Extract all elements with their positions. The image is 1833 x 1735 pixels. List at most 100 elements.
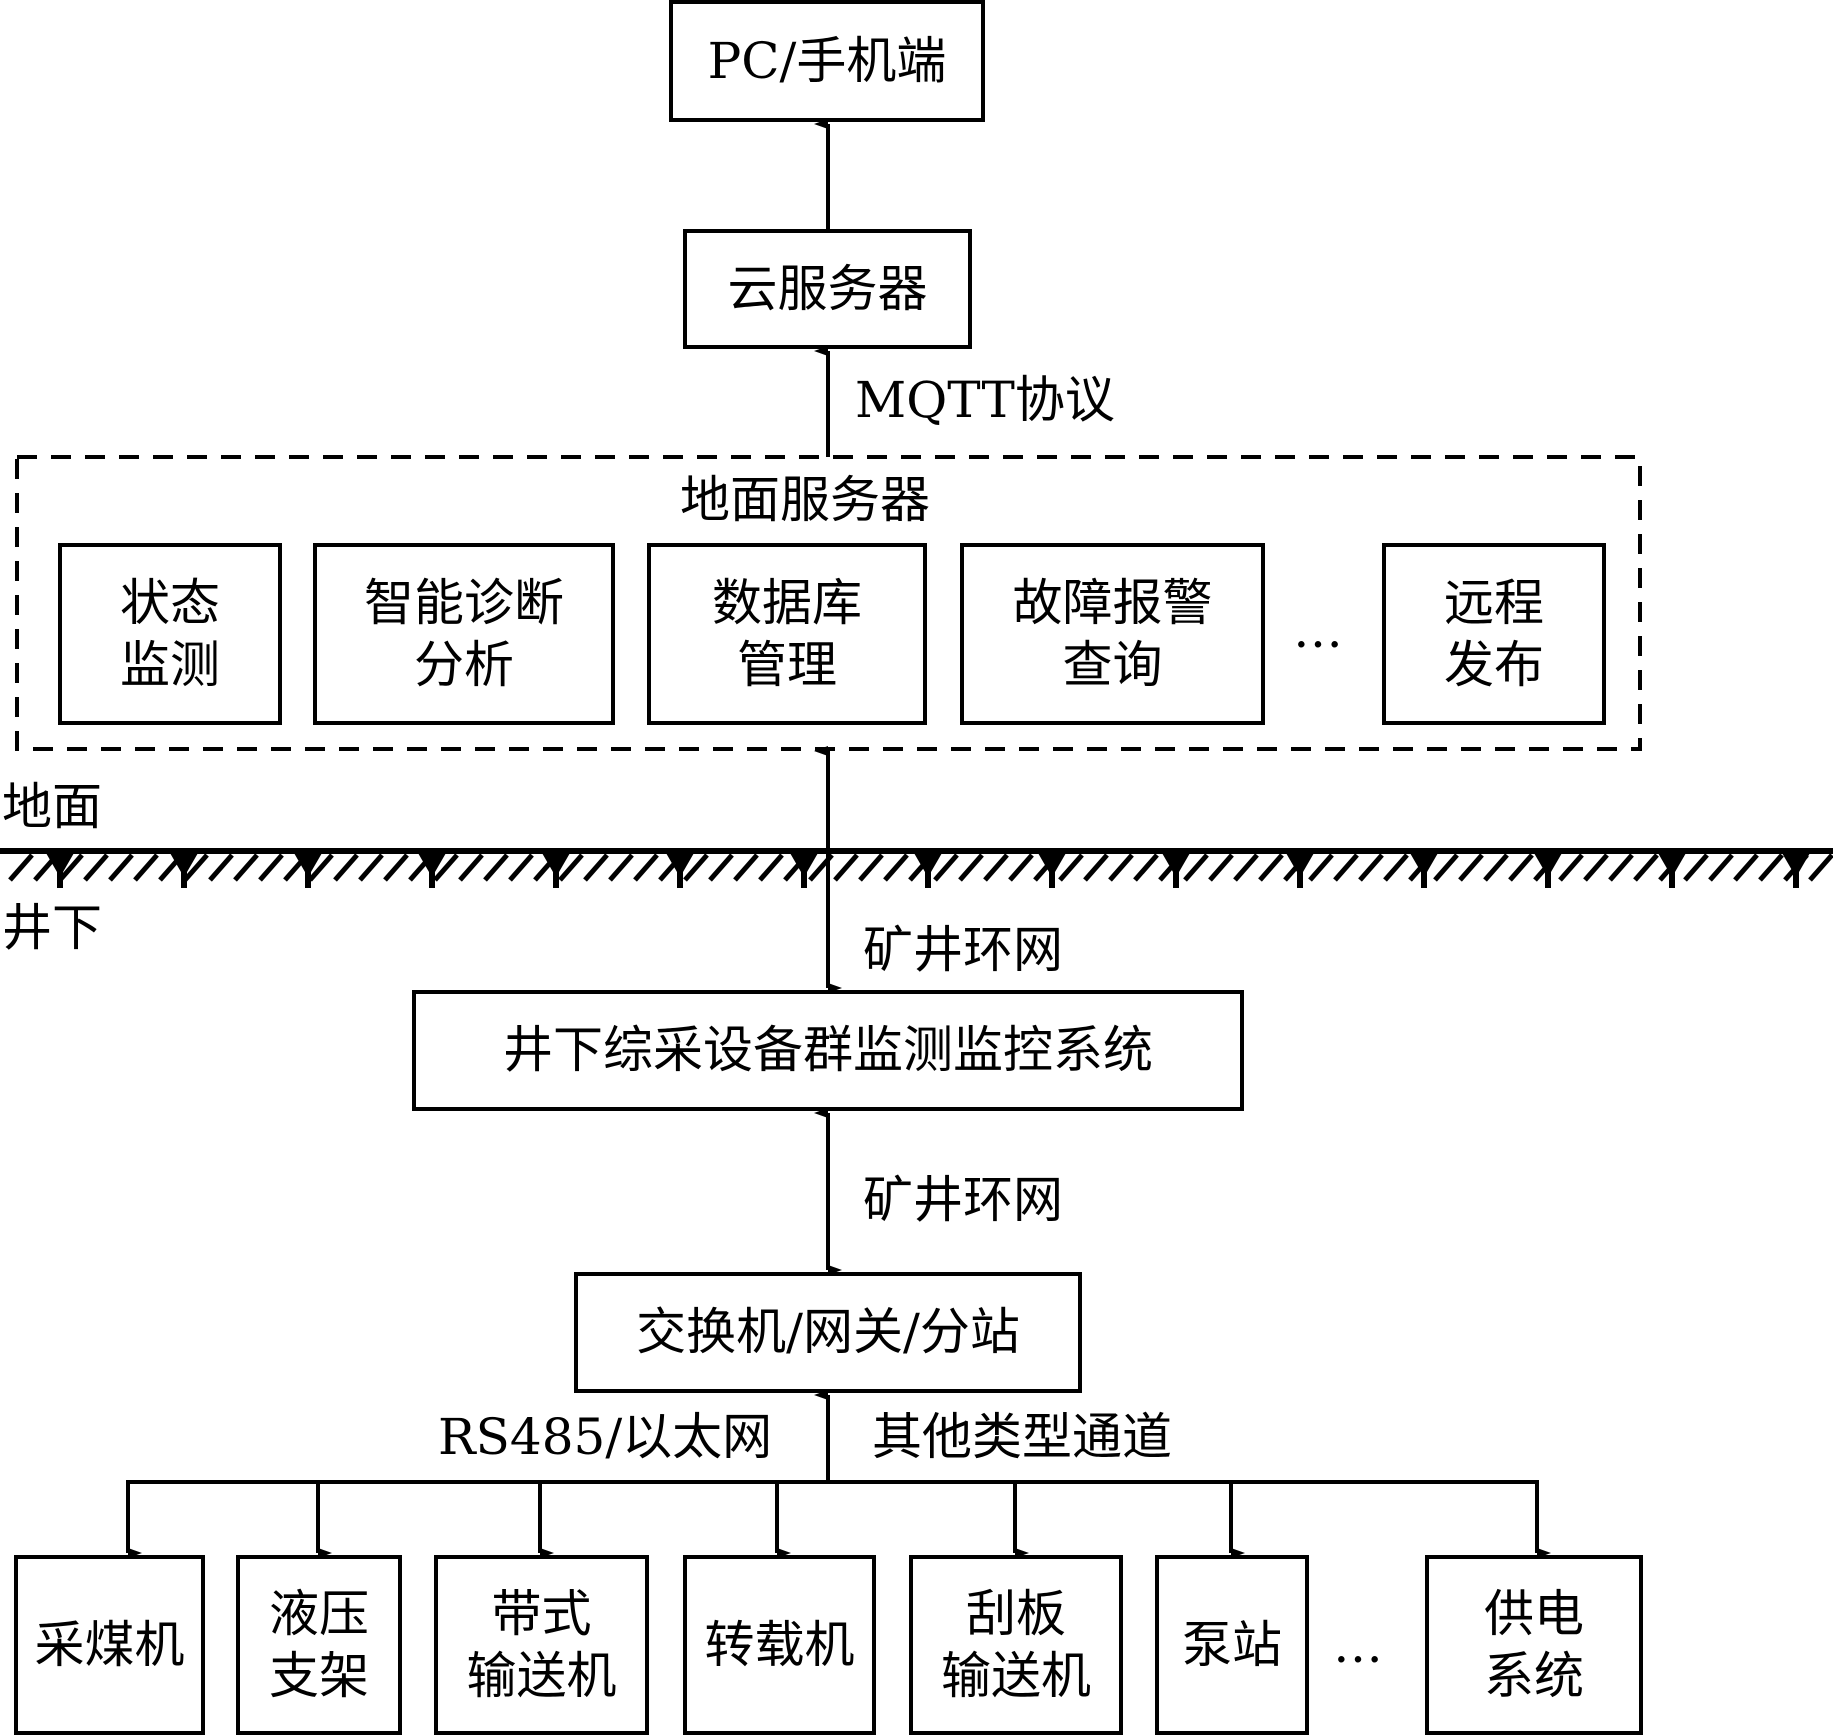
device-belt-conveyor: 带式 输送机 <box>434 1555 649 1735</box>
hatch-stroke <box>233 853 259 882</box>
hatch-stroke <box>683 853 709 882</box>
hatch-stroke <box>258 853 284 882</box>
client-label: PC/手机端 <box>707 31 947 90</box>
hatch-stroke <box>1308 853 1334 882</box>
hatch-stroke <box>483 853 509 882</box>
mqtt-label: MQTT协议 <box>855 371 1115 429</box>
hatch-stroke <box>1558 853 1584 882</box>
ground-anchor-mark <box>1286 853 1314 888</box>
cloud-server-label: 云服务器 <box>727 259 928 318</box>
hatch-stroke <box>558 853 584 882</box>
hatch-stroke <box>958 853 984 882</box>
hatch-stroke <box>883 853 909 882</box>
hatch-stroke <box>108 853 134 882</box>
ground-anchor-mark <box>294 853 322 888</box>
module-remote-publish: 远程 发布 <box>1382 543 1606 725</box>
device-power-supply: 供电 系统 <box>1425 1555 1643 1735</box>
hatch-stroke <box>1733 853 1759 882</box>
ground-anchor-mark <box>666 853 694 888</box>
ring-network-label-2: 矿井环网 <box>863 1171 1063 1229</box>
ground-anchor-mark <box>914 853 942 888</box>
hatch-stroke <box>1483 853 1509 882</box>
hatch-stroke <box>1058 853 1084 882</box>
device-scraper-conveyor: 刮板 输送机 <box>909 1555 1123 1735</box>
hatch-stroke <box>1383 853 1409 882</box>
hatch-stroke <box>983 853 1009 882</box>
hatch-stroke <box>183 853 209 882</box>
hatch-stroke <box>1608 853 1634 882</box>
hatch-stroke <box>1258 853 1284 882</box>
hatch-stroke <box>58 853 84 882</box>
hatch-stroke <box>1233 853 1259 882</box>
ground-anchor-mark <box>170 853 198 888</box>
hatch-stroke <box>1508 853 1534 882</box>
hatch-stroke <box>1333 853 1359 882</box>
hatch-stroke <box>833 853 859 882</box>
monitoring-system-box: 井下综采设备群监测监控系统 <box>412 990 1244 1111</box>
hatch-stroke <box>1583 853 1609 882</box>
hatch-stroke <box>1808 853 1833 882</box>
module-intelligent-diagnosis: 智能诊断 分析 <box>313 543 615 725</box>
hatch-stroke <box>83 853 109 882</box>
ground-server-boundary <box>15 455 1642 751</box>
hatch-stroke <box>1183 853 1209 882</box>
hatch-stroke <box>733 853 759 882</box>
hatch-stroke <box>308 853 334 882</box>
hatch-stroke <box>1633 853 1659 882</box>
module-status-monitoring: 状态 监测 <box>58 543 282 725</box>
hatch-stroke <box>1083 853 1109 882</box>
ground-hatch <box>8 853 1833 888</box>
hatch-stroke <box>8 853 34 882</box>
hatch-stroke <box>933 853 959 882</box>
hatch-stroke <box>1108 853 1134 882</box>
hatch-stroke <box>708 853 734 882</box>
device-hydraulic-support: 液压 支架 <box>236 1555 402 1735</box>
ground-server-title: 地面服务器 <box>680 471 930 529</box>
hatch-stroke <box>1358 853 1384 882</box>
bus-label-left: RS485/以太网 <box>438 1408 773 1466</box>
hatch-stroke <box>858 853 884 882</box>
hatch-stroke <box>458 853 484 882</box>
hatch-stroke <box>633 853 659 882</box>
hatch-stroke <box>208 853 234 882</box>
hatch-stroke <box>383 853 409 882</box>
hatch-stroke <box>1708 853 1734 882</box>
hatch-stroke <box>608 853 634 882</box>
ground-anchor-mark <box>1038 853 1066 888</box>
hatch-stroke <box>433 853 459 882</box>
ground-label: 地面 <box>2 778 102 836</box>
hatch-stroke <box>1683 853 1709 882</box>
cloud-server-box: 云服务器 <box>683 229 972 349</box>
hatch-stroke <box>358 853 384 882</box>
bus-label-right: 其他类型通道 <box>872 1408 1172 1466</box>
ground-anchor-mark <box>542 853 570 888</box>
hatch-stroke <box>583 853 609 882</box>
module-fault-alarm-query: 故障报警 查询 <box>960 543 1265 725</box>
hatch-stroke <box>1208 853 1234 882</box>
modules-ellipsis: … <box>1293 601 1343 659</box>
client-box: PC/手机端 <box>669 0 985 122</box>
ground-anchor-mark <box>790 853 818 888</box>
hatch-stroke <box>808 853 834 882</box>
hatch-stroke <box>1433 853 1459 882</box>
hatch-stroke <box>1758 853 1784 882</box>
hatch-stroke <box>508 853 534 882</box>
underground-label: 井下 <box>2 899 102 957</box>
ground-anchor-mark <box>1534 853 1562 888</box>
device-pump-station: 泵站 <box>1155 1555 1309 1735</box>
hatch-stroke <box>758 853 784 882</box>
hatch-stroke <box>333 853 359 882</box>
devices-ellipsis: … <box>1333 1616 1383 1674</box>
ring-network-label-1: 矿井环网 <box>863 921 1063 979</box>
ground-anchor-mark <box>418 853 446 888</box>
device-shearer: 采煤机 <box>14 1555 205 1735</box>
ground-anchor-mark <box>46 853 74 888</box>
hatch-stroke <box>1133 853 1159 882</box>
ground-anchor-mark <box>1410 853 1438 888</box>
switch-gateway-box: 交换机/网关/分站 <box>574 1272 1082 1393</box>
hatch-stroke <box>1008 853 1034 882</box>
device-transfer-machine: 转载机 <box>683 1555 876 1735</box>
module-database-management: 数据库 管理 <box>647 543 927 725</box>
